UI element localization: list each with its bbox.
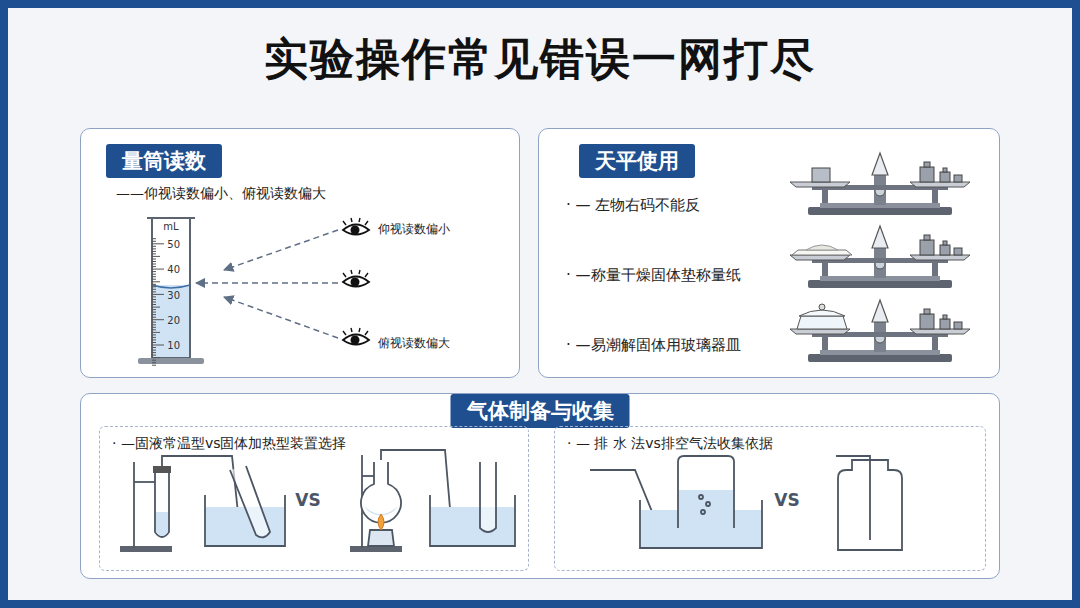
gas-apparatus <box>120 450 902 552</box>
scale-number: 40 <box>167 264 180 275</box>
scale-number: 10 <box>167 340 180 351</box>
scale-number: 20 <box>167 315 180 326</box>
versus-mark: VS <box>295 491 320 510</box>
group-caption: · —固液常温型vs固体加热型装置选择 <box>112 435 346 453</box>
section-panel: 气体制备与收集 · —固液常温型vs固体加热型装置选择 · — 排 水 法vs排空气… <box>80 393 1000 579</box>
note-text: · —易潮解固体用玻璃器皿 <box>566 337 741 354</box>
eyes <box>343 218 369 345</box>
section-heading: 量筒读数 <box>106 144 222 178</box>
scale-number: 30 <box>167 290 180 301</box>
section-panel: 量筒读数 ——仰视读数偏小、俯视读数偏大 <box>80 128 520 378</box>
scale-number: mL <box>163 221 178 232</box>
balances <box>790 153 970 362</box>
note-text: · — 左物右码不能反 <box>566 197 700 214</box>
sight-lines <box>196 230 338 338</box>
scale-number: 50 <box>167 239 180 250</box>
measuring-cylinder <box>138 218 204 365</box>
page-title: 实验操作常见错误一网打尽 <box>0 30 1080 89</box>
note-text: · —称量干燥固体垫称量纸 <box>566 267 741 284</box>
dashed-group: · — 排 水 法vs排空气法收集依据 <box>554 426 986 571</box>
section-note: ——仰视读数偏小、俯视读数偏大 <box>116 185 326 203</box>
versus-mark: VS <box>774 491 799 510</box>
section-heading: 天平使用 <box>579 144 695 178</box>
section-heading: 气体制备与收集 <box>451 394 630 428</box>
frame <box>4 4 1076 604</box>
note-text: 俯视读数偏大 <box>378 337 450 350</box>
note-text: 仰视读数偏小 <box>378 223 450 236</box>
group-caption: · — 排 水 法vs排空气法收集依据 <box>567 435 773 453</box>
